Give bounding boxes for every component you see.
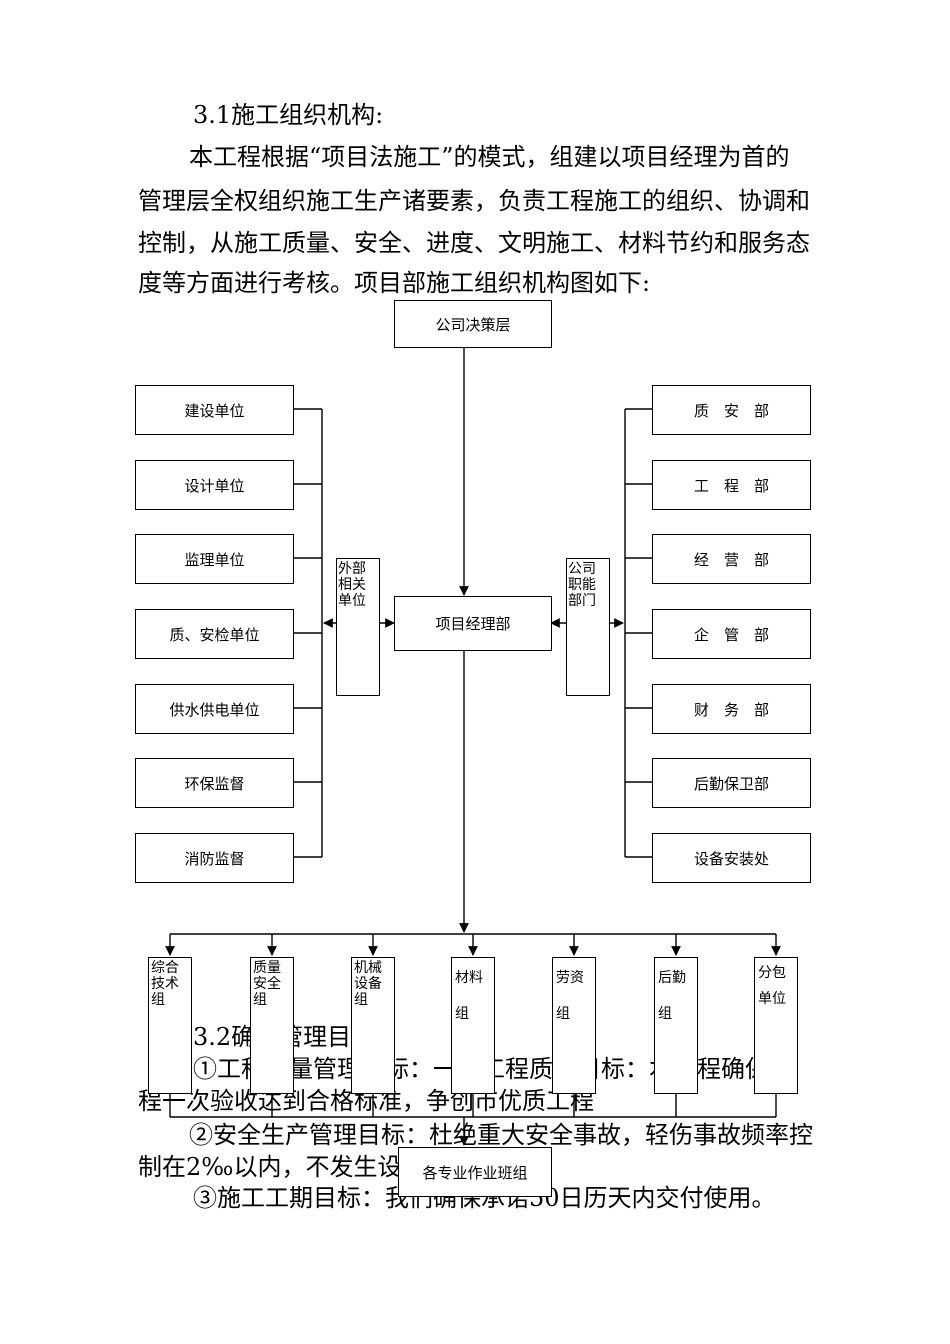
intro-line: 度等方面进行考核。项目部施工组织机构图如下: xyxy=(138,269,651,297)
external-units-label: 外部相关单位 xyxy=(336,558,380,696)
department-box: 质 安 部 xyxy=(652,385,811,435)
work-teams-box: 各专业作业班组 xyxy=(398,1147,552,1197)
external-unit-box: 环保监督 xyxy=(135,758,294,808)
external-unit-box: 监理单位 xyxy=(135,534,294,584)
department-box: 工 程 部 xyxy=(652,460,811,510)
intro-line: 控制，从施工质量、安全、进度、文明施工、材料节约和服务态 xyxy=(138,229,810,257)
intro-line: 本工程根据“项目法施工”的模式，组建以项目经理为首的 xyxy=(189,143,790,171)
department-box: 企 管 部 xyxy=(652,609,811,659)
external-unit-box: 质、安检单位 xyxy=(135,609,294,659)
group-box: 质量安全组 xyxy=(250,957,294,1094)
external-unit-box: 消防监督 xyxy=(135,833,294,883)
goal-line: ②安全生产管理目标：杜绝重大安全事故，轻伤事故频率控 xyxy=(189,1121,813,1149)
group-box: 分包单位 xyxy=(754,957,798,1094)
goal-line: 制在2‰以内，不发生设 xyxy=(138,1153,402,1181)
external-unit-box: 设计单位 xyxy=(135,460,294,510)
group-box: 后勤组 xyxy=(654,957,698,1094)
intro-line: 管理层全权组织施工生产诸要素，负责工程施工的组织、协调和 xyxy=(138,187,810,215)
department-box: 后勤保卫部 xyxy=(652,758,811,808)
company-decision-box: 公司决策层 xyxy=(394,300,552,348)
project-manager-box: 项目经理部 xyxy=(394,596,552,651)
group-box: 综合技术组 xyxy=(148,957,192,1094)
external-unit-box: 供水供电单位 xyxy=(135,684,294,734)
department-box: 经 营 部 xyxy=(652,534,811,584)
group-box: 劳资组 xyxy=(552,957,596,1094)
department-box: 设备安装处 xyxy=(652,833,811,883)
group-box: 材料组 xyxy=(451,957,495,1094)
department-box: 财 务 部 xyxy=(652,684,811,734)
external-unit-box: 建设单位 xyxy=(135,385,294,435)
group-box: 机械设备组 xyxy=(351,957,395,1094)
section-title: 3.1施工组织机构: xyxy=(193,101,384,129)
company-departments-label: 公司职能部门 xyxy=(566,558,610,696)
